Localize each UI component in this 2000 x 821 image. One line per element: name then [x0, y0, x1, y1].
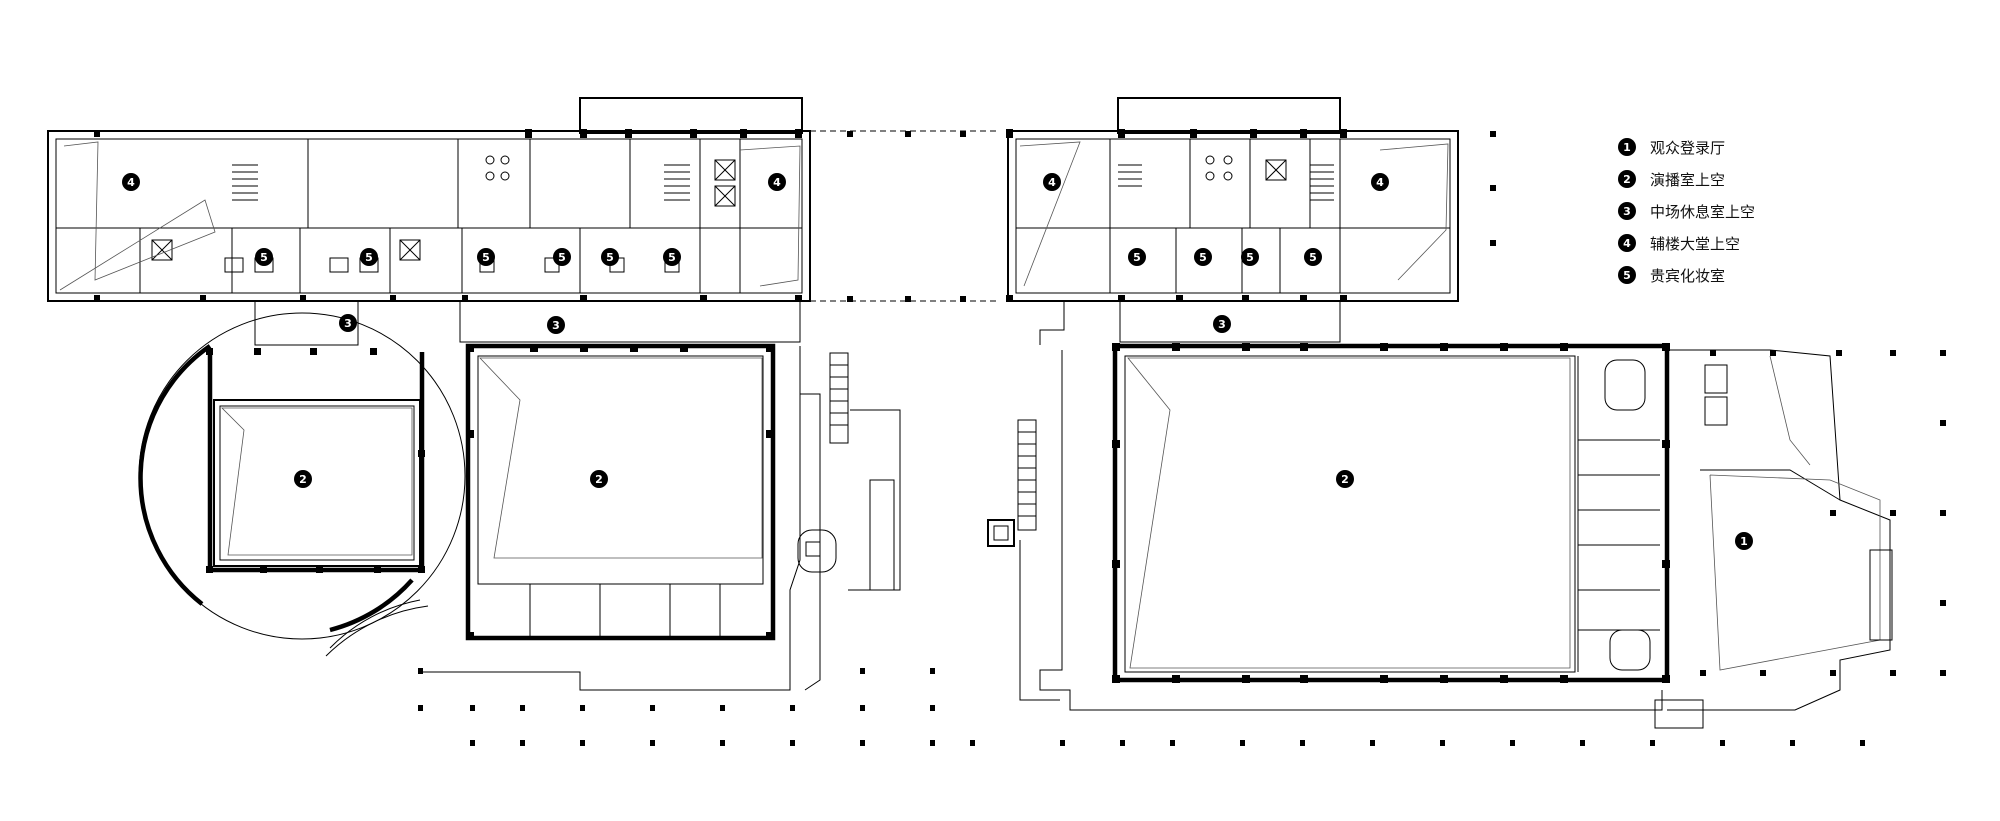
svg-text:4: 4	[1048, 176, 1056, 189]
marker-5b: 5	[360, 248, 378, 266]
legend-item-3: 3 中场休息室上空	[1618, 195, 1755, 227]
marker-2a: 2	[294, 470, 312, 488]
marker-4b: 4	[768, 173, 786, 191]
svg-text:5: 5	[365, 251, 373, 264]
legend-item-1: 1 观众登录厅	[1618, 131, 1755, 163]
marker-3a: 3	[339, 314, 357, 332]
svg-text:2: 2	[299, 473, 307, 486]
marker-3c: 3	[1213, 315, 1231, 333]
marker-4d: 4	[1371, 173, 1389, 191]
svg-text:3: 3	[344, 317, 352, 330]
svg-text:5: 5	[482, 251, 490, 264]
marker-4a: 4	[122, 173, 140, 191]
legend-number: 5	[1618, 266, 1636, 284]
marker-1a: 1	[1735, 532, 1753, 550]
legend-number: 1	[1618, 138, 1636, 156]
legend-item-2: 2 演播室上空	[1618, 163, 1755, 195]
legend-item-4: 4 辅楼大堂上空	[1618, 227, 1755, 259]
marker-5i: 5	[1241, 248, 1259, 266]
svg-text:2: 2	[1341, 473, 1349, 486]
legend-number: 2	[1618, 170, 1636, 188]
right-floor-plan: 4 4 5 5 5 5 3 2	[987, 97, 1946, 746]
svg-text:5: 5	[1133, 251, 1141, 264]
marker-5j: 5	[1304, 248, 1322, 266]
marker-3b: 3	[547, 316, 565, 334]
legend-item-5: 5 贵宾化妆室	[1618, 259, 1755, 291]
legend-label: 辅楼大堂上空	[1650, 234, 1741, 253]
svg-text:5: 5	[558, 251, 566, 264]
svg-text:5: 5	[1246, 251, 1254, 264]
legend-label: 观众登录厅	[1650, 138, 1726, 157]
legend-number: 3	[1618, 202, 1636, 220]
marker-5e: 5	[601, 248, 619, 266]
svg-text:5: 5	[606, 251, 614, 264]
marker-5d: 5	[553, 248, 571, 266]
legend-number: 4	[1618, 234, 1636, 252]
marker-2c: 2	[1336, 470, 1354, 488]
left-floor-plan: 4 4 5 5 5 5 5 5	[47, 97, 1000, 746]
svg-text:5: 5	[260, 251, 268, 264]
marker-5f: 5	[663, 248, 681, 266]
svg-text:5: 5	[1199, 251, 1207, 264]
svg-text:4: 4	[127, 176, 135, 189]
svg-text:5: 5	[1309, 251, 1317, 264]
legend-label: 贵宾化妆室	[1650, 266, 1726, 285]
svg-text:2: 2	[595, 473, 603, 486]
legend-label: 中场休息室上空	[1650, 202, 1756, 221]
svg-text:4: 4	[1376, 176, 1384, 189]
marker-4c: 4	[1043, 173, 1061, 191]
svg-text:3: 3	[552, 319, 560, 332]
svg-text:1: 1	[1740, 535, 1748, 548]
marker-5a: 5	[255, 248, 273, 266]
legend-label: 演播室上空	[1650, 170, 1726, 189]
marker-5h: 5	[1194, 248, 1212, 266]
legend: 1 观众登录厅 2 演播室上空 3 中场休息室上空 4 辅楼大堂上空 5 贵宾化…	[1618, 131, 1755, 291]
svg-text:3: 3	[1218, 318, 1226, 331]
marker-5g: 5	[1128, 248, 1146, 266]
marker-5c: 5	[477, 248, 495, 266]
marker-2b: 2	[590, 470, 608, 488]
svg-text:5: 5	[668, 251, 676, 264]
svg-text:4: 4	[773, 176, 781, 189]
